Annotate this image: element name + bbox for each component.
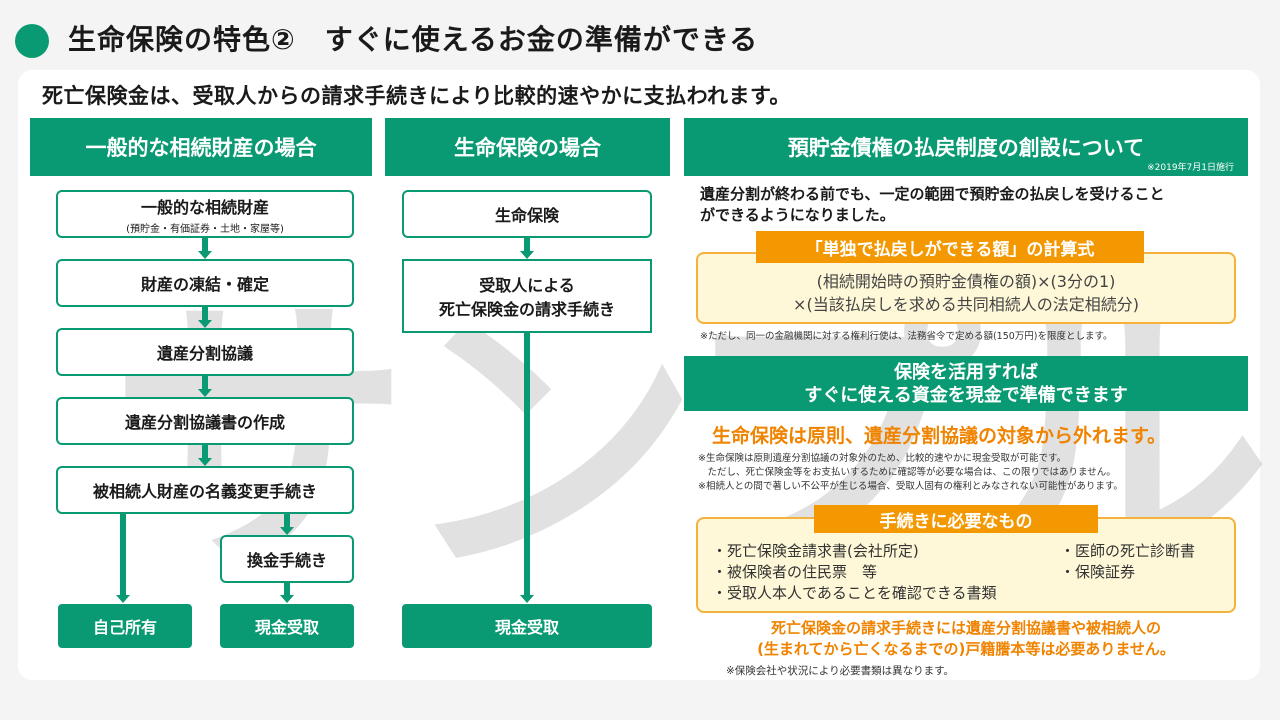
arrow-down-icon [198, 320, 212, 328]
final-statement: 死亡保険金の請求手続きには遺産分割協議書や被相続人の (生まれてから亡くなるまで… [684, 618, 1248, 660]
formula-line2: ×(当該払戻しを求める共同相続人の法定相続分) [793, 295, 1139, 314]
deposit-desc-line2: ができるようになりました。 [700, 206, 895, 224]
asset-freeze-box: 財産の凍結・確定 [56, 259, 354, 307]
division-document-label: 遺産分割協議書の作成 [124, 413, 285, 432]
name-change-label: 被相続人財産の名義変更手続き [92, 482, 317, 501]
formula-tag: 「単独で払戻しができる額」の計算式 [756, 231, 1144, 263]
required-docs-left: ・死亡保険金請求書(会社所定) ・被保険者の住民票 等 ・受取人本人であることを… [712, 541, 997, 604]
arrow-down-icon [198, 458, 212, 466]
general-assets-box: 一般的な相続財産 (預貯金・有価証券・土地・家屋等) [56, 190, 354, 238]
claim-procedure-line1: 受取人による [479, 276, 575, 295]
flow-connector [284, 583, 290, 597]
insurance-benefit-heading: 保険を活用すれば すぐに使える資金を現金で準備できます [684, 356, 1248, 411]
insurance-note-2: ただし、死亡保険金等をお支払いするために確認等が必要な場合は、この限りではありま… [698, 467, 1116, 478]
arrow-down-icon [198, 389, 212, 397]
insurance-point: 生命保険は原則、遺産分割協議の対象から外れます。 [712, 425, 1167, 447]
doc-item: ・受取人本人であることを確認できる書類 [712, 584, 997, 602]
final-line1: 死亡保険金の請求手続きには遺産分割協議書や被相続人の [770, 619, 1161, 637]
general-assets-label: 一般的な相続財産 [140, 197, 269, 217]
lead-text: 死亡保険金は、受取人からの請求手続きにより比較的速やかに支払われます。 [42, 84, 791, 108]
life-insurance-box: 生命保険 [402, 190, 652, 238]
insurance-head-line1: 保険を活用すれば [894, 361, 1038, 383]
page-title: 生命保険の特色② すぐに使えるお金の準備ができる [68, 23, 759, 56]
flow-connector [524, 333, 530, 596]
general-assets-sub: (預貯金・有価証券・土地・家屋等) [126, 223, 284, 235]
flow-connector [202, 307, 208, 321]
division-discussion-box: 遺産分割協議 [56, 328, 354, 376]
flow-connector [202, 445, 208, 459]
final-note: ※保険会社や状況により必要書類は異なります。 [726, 665, 955, 677]
formula-note: ※ただし、同一の金融機関に対する権利行使は、法務省令で定める額(150万円)を限… [700, 331, 1113, 342]
insurance-head-line2: すぐに使える資金を現金で準備できます [804, 384, 1128, 406]
division-discussion-label: 遺産分割協議 [156, 344, 253, 363]
exchange-label: 換金手続き [246, 551, 327, 570]
own-asset-result: 自己所有 [58, 604, 192, 648]
arrow-down-icon [280, 527, 294, 535]
formula-line1: (相続開始時の預貯金債権の額)×(3分の1) [816, 272, 1116, 291]
deposit-desc-line1: 遺産分割が終わる前でも、一定の範囲で預貯金の払戻しを受けること [700, 185, 1165, 203]
cash-receipt-result-left: 現金受取 [220, 604, 354, 648]
division-document-box: 遺産分割協議書の作成 [56, 397, 354, 445]
claim-procedure-line2: 死亡保険金の請求手続き [438, 300, 615, 319]
arrow-down-icon [116, 595, 130, 603]
formula-box [696, 252, 1236, 324]
insurance-notes: ※生命保険は原則遺産分割協議の対象外のため、比較的速やかに現金受取が可能です。 … [698, 452, 1123, 494]
header-bullet-icon [15, 24, 49, 58]
doc-item: ・被保険者の住民票 等 [712, 563, 878, 581]
general-inheritance-heading: 一般的な相続財産の場合 [30, 118, 372, 176]
name-change-box: 被相続人財産の名義変更手続き [56, 466, 354, 514]
flow-connector [284, 514, 290, 528]
required-docs-right: ・医師の死亡診断書 ・保険証券 [1060, 541, 1195, 583]
exchange-box: 換金手続き [220, 535, 354, 583]
asset-freeze-label: 財産の凍結・確定 [140, 275, 269, 294]
final-line2: (生まれてから亡くなるまでの)戸籍謄本等は必要ありません。 [757, 640, 1175, 658]
doc-item: ・保険証券 [1060, 563, 1136, 581]
insurance-note-1: ※生命保険は原則遺産分割協議の対象外のため、比較的速やかに現金受取が可能です。 [698, 453, 1067, 464]
doc-item: ・医師の死亡診断書 [1060, 542, 1196, 560]
life-insurance-heading: 生命保険の場合 [385, 118, 670, 176]
life-insurance-label: 生命保険 [494, 206, 559, 225]
flow-connector [202, 238, 208, 252]
formula-text: (相続開始時の預貯金債権の額)×(3分の1) ×(当該払戻しを求める共同相続人の… [696, 270, 1236, 316]
claim-procedure-box: 受取人による 死亡保険金の請求手続き [402, 259, 652, 333]
arrow-down-icon [280, 595, 294, 603]
doc-item: ・死亡保険金請求書(会社所定) [712, 542, 919, 560]
enforcement-date-note: ※2019年7月1日施行 [1147, 163, 1234, 173]
flow-connector [524, 238, 530, 252]
cash-receipt-result-middle: 現金受取 [402, 604, 652, 648]
arrow-down-icon [520, 595, 534, 603]
required-docs-tag: 手続きに必要なもの [814, 505, 1098, 533]
deposit-refund-heading: 預貯金債権の払戻制度の創設について ※2019年7月1日施行 [684, 118, 1248, 176]
flow-connector [202, 376, 208, 390]
insurance-note-3: ※相続人との間で著しい不公平が生じる場合、受取人固有の権利とみなされない可能性が… [698, 481, 1123, 492]
flow-connector [120, 514, 126, 596]
deposit-refund-title: 預貯金債権の払戻制度の創設について [787, 136, 1145, 160]
arrow-down-icon [520, 251, 534, 259]
arrow-down-icon [198, 251, 212, 259]
